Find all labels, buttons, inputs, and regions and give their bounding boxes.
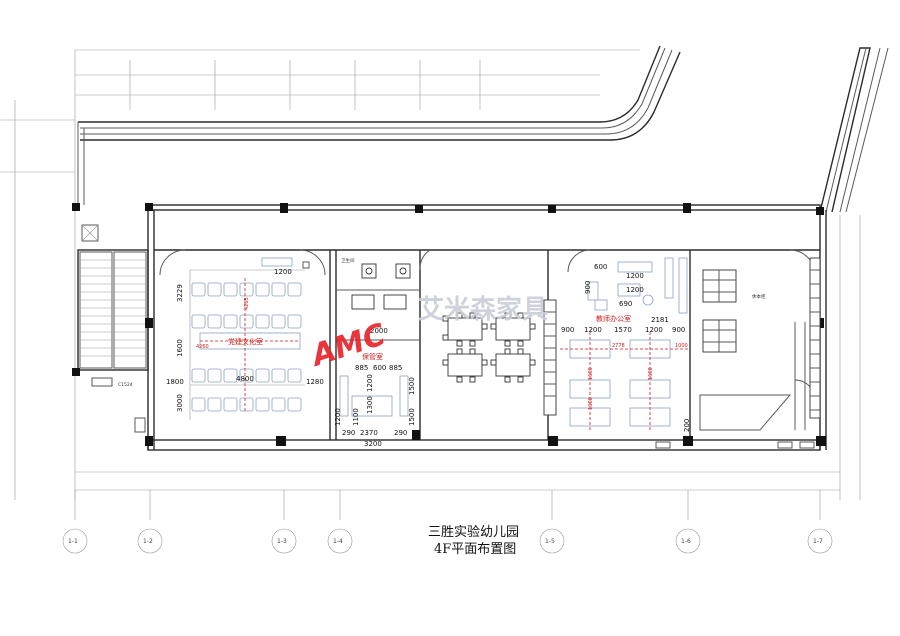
dim-4260: 4260 [196, 344, 209, 350]
right-room-label: 休本柜 [752, 293, 766, 300]
dim-2370: 2370 [360, 429, 378, 437]
dim-900-v: 900 [584, 281, 592, 294]
dim-4265: 4265 [244, 297, 250, 310]
axis-1-6: 1-6 [681, 538, 691, 545]
dim-1500-b: 1500 [408, 408, 416, 426]
teacher-office: 教师办公室 600 1200 1200 690 900 900 1200 157… [560, 257, 691, 432]
dim-690: 690 [619, 300, 632, 308]
dim-885-b: 885 [389, 364, 402, 372]
dim-1500-a: 1500 [408, 377, 416, 395]
left-staircase: C1524 [77, 224, 149, 433]
axis-1-7: 1-7 [813, 538, 823, 545]
room-label-storage: 保管室 [362, 352, 383, 361]
dim-600-o: 600 [594, 263, 607, 271]
dim-2181: 2181 [651, 316, 669, 324]
context-grid [0, 49, 861, 500]
middle-room-tables [442, 299, 557, 416]
dim-1200-a: 1200 [584, 326, 602, 334]
dim-1200-o1: 1200 [626, 272, 644, 280]
dim-1200-b: 1200 [645, 326, 663, 334]
dim-1200-top: 1200 [274, 268, 292, 276]
storage-room: 卫生间 保管室 2000 885 600 885 1200 1500 1300 … [334, 257, 416, 448]
drawing-title-line1: 三胜实验幼儿园 [428, 524, 519, 540]
dim-1600-b: 1600 [648, 367, 654, 380]
dim-1600-c: 1600 [588, 397, 594, 410]
dim-1200-s2: 1200 [334, 408, 342, 426]
dim-1000: 1000 [675, 343, 688, 349]
axis-1-3: 1-3 [277, 538, 287, 545]
axis-1-1: 1-1 [68, 538, 78, 545]
dim-900-a: 900 [561, 326, 574, 334]
dim-1800: 1800 [166, 378, 184, 386]
dim-3000: 3000 [176, 394, 184, 412]
dim-1280: 1280 [306, 378, 324, 386]
door-code-label: C1524 [118, 382, 133, 388]
dim-290-a: 290 [342, 429, 355, 437]
room-label-party-culture: 党建文化室 [228, 337, 263, 346]
dim-200: 200 [683, 419, 691, 432]
dim-1600: 1600 [176, 339, 184, 357]
dim-2000: 2000 [370, 327, 388, 335]
dim-1300: 1300 [366, 396, 374, 414]
dim-3229: 3229 [176, 284, 184, 302]
axis-1-4: 1-4 [333, 538, 343, 545]
dim-1200-s: 1200 [366, 374, 374, 392]
dim-1570: 1570 [614, 326, 632, 334]
right-room-furniture: 休本柜 [655, 257, 821, 449]
axis-1-5: 1-5 [545, 538, 555, 545]
dim-600: 600 [373, 364, 386, 372]
dim-900-b: 900 [672, 326, 685, 334]
dim-885-a: 885 [355, 364, 368, 372]
dim-4800: 4800 [236, 375, 254, 383]
dim-2778: 2778 [612, 343, 625, 349]
dim-290-b: 290 [394, 429, 407, 437]
dim-1600-a: 1600 [588, 367, 594, 380]
drawing-title-line2: 4F平面布置图 [434, 542, 516, 557]
axis-1-2: 1-2 [143, 538, 153, 545]
party-room-dimensions: 3229 1600 1800 3000 4800 1280 1200 4260 … [166, 268, 324, 420]
dim-3200: 3200 [364, 440, 382, 448]
small-sign: 卫生间 [341, 257, 355, 264]
brand-logo-cn: 艾米森家具 [418, 294, 548, 325]
top-corridor [77, 45, 889, 213]
axis-markers: 1-1 1-2 1-3 1-4 1-5 1-6 1-7 [62, 490, 833, 554]
party-room-furniture [191, 257, 310, 412]
room-label-teacher-office: 教师办公室 [596, 314, 631, 323]
dim-1100: 1100 [352, 408, 360, 426]
dim-1200-o2: 1200 [626, 286, 644, 294]
